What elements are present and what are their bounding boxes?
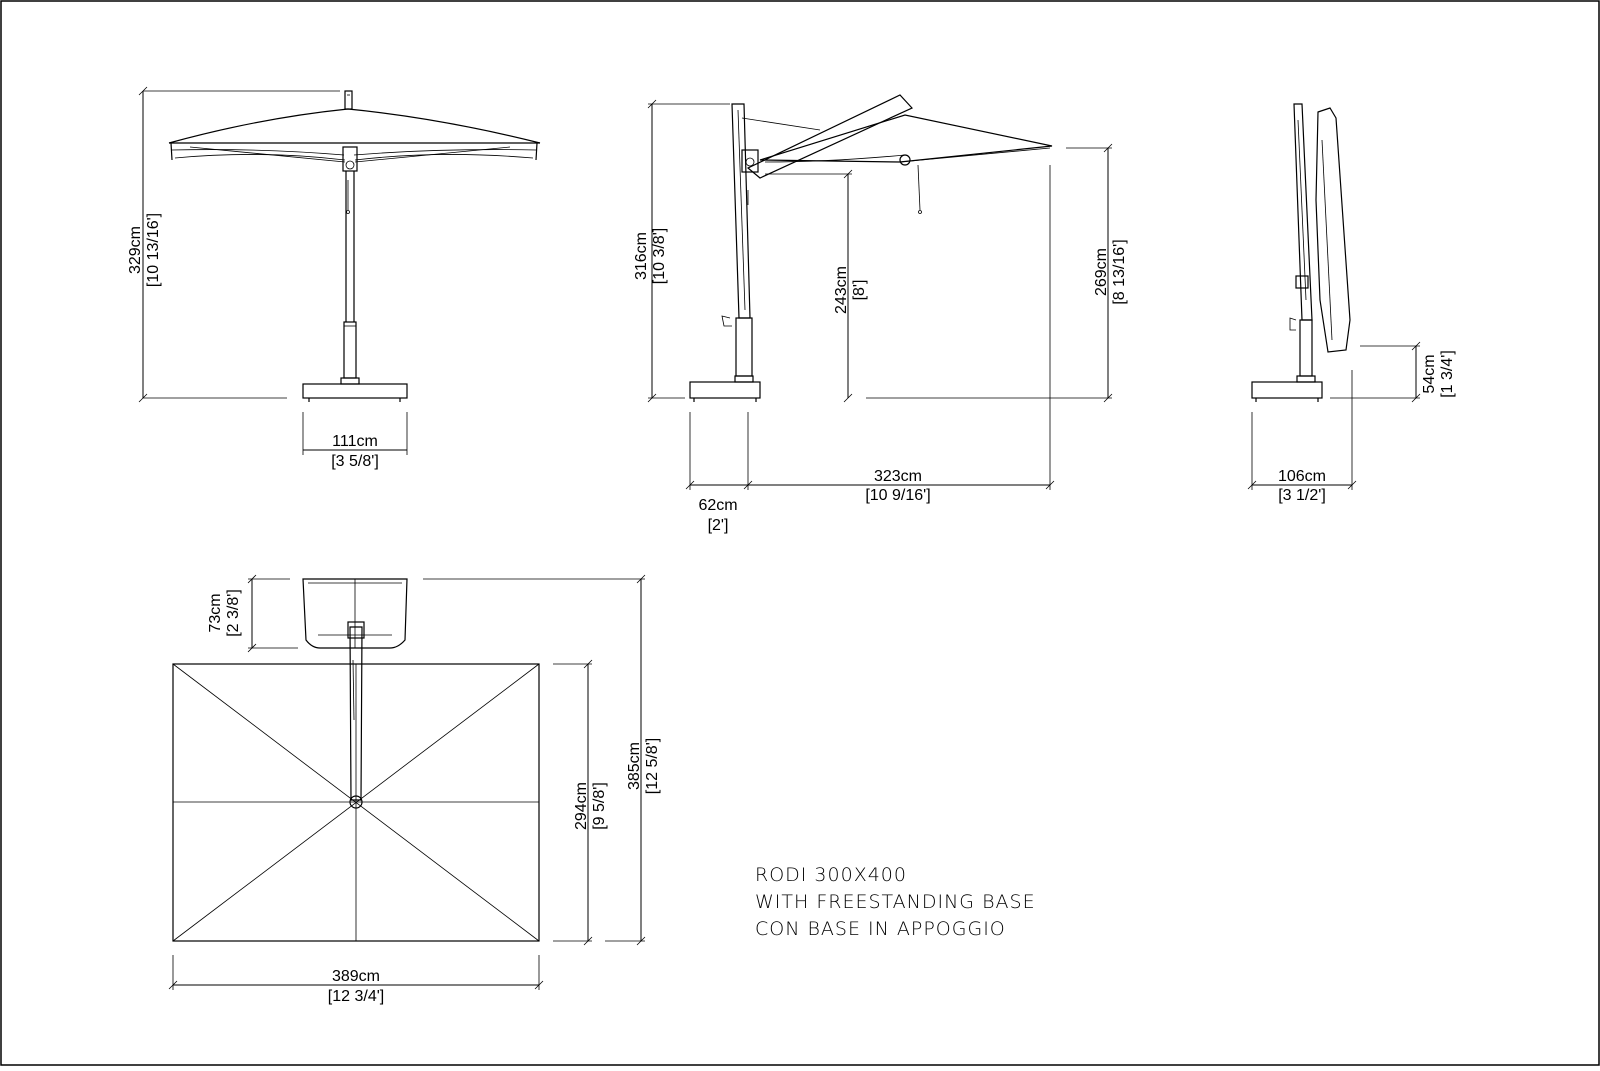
folded-view: 54cm [1 3/4'] 106cm [3 1/2'] <box>1247 103 1456 504</box>
front-base-cm: 111cm <box>332 433 378 450</box>
top-width-cm: 389cm <box>332 968 380 985</box>
title-block: RODI 300X400 WITH FREESTANDING BASE CON … <box>755 864 1036 940</box>
side-clearance-cm: 243cm <box>833 266 850 314</box>
title-line-1: RODI 300X400 <box>755 864 907 886</box>
front-view: 329cm [10 13/16'] 111cm [3 5/8'] <box>127 86 541 470</box>
side-height-in: [10 3/8'] <box>651 228 668 284</box>
top-canopy-depth-in: [9 5/8'] <box>591 782 608 830</box>
top-total-depth-cm: 385cm <box>626 742 643 790</box>
front-height-in: [10 13/16'] <box>145 213 162 287</box>
side-edge-in: [8 13/16'] <box>1111 239 1128 304</box>
folded-depth-in: [3 1/2'] <box>1278 487 1326 504</box>
side-reach-in: [10 9/16'] <box>865 487 930 504</box>
top-view: 73cm [2 3/8'] 294cm [9 5/8'] 385cm [12 5… <box>168 574 661 1005</box>
side-base-cm: 62cm <box>698 497 737 514</box>
side-edge-cm: 269cm <box>1093 248 1110 296</box>
title-line-3: CON BASE IN APPOGGIO <box>755 918 1006 940</box>
top-total-depth-in: [12 5/8'] <box>644 738 661 794</box>
side-view: 316cm [10 3/8'] 243cm [8'] 269cm [8 13/1… <box>633 94 1128 534</box>
front-base-in: [3 5/8'] <box>331 453 379 470</box>
top-width-in: [12 3/4'] <box>328 988 384 1005</box>
side-reach-cm: 323cm <box>874 468 922 485</box>
top-base-in: [2 3/8'] <box>225 589 242 637</box>
top-base-cm: 73cm <box>207 593 224 632</box>
side-height-cm: 316cm <box>633 232 650 280</box>
folded-clearance-in: [1 3/4'] <box>1439 350 1456 398</box>
side-base-in: [2'] <box>708 517 729 534</box>
folded-depth-cm: 106cm <box>1278 468 1326 485</box>
top-canopy-depth-cm: 294cm <box>573 782 590 830</box>
title-line-2: WITH FREESTANDING BASE <box>755 891 1036 913</box>
front-height-cm: 329cm <box>127 226 144 274</box>
side-clearance-in: [8'] <box>851 280 868 301</box>
folded-clearance-cm: 54cm <box>1421 354 1438 393</box>
